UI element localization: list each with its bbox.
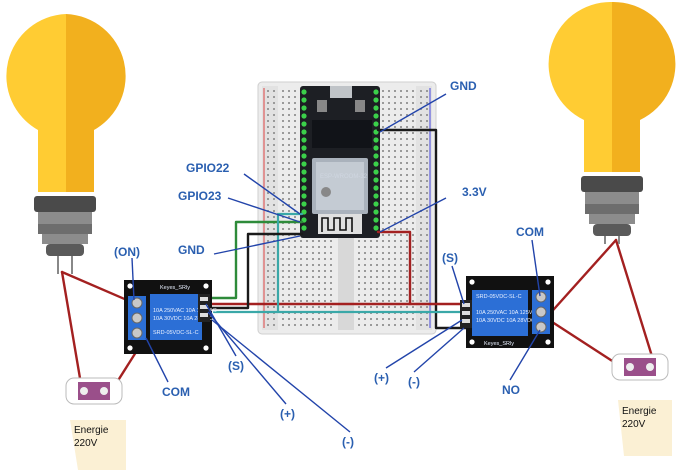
label-left-com: COM bbox=[162, 385, 190, 399]
label-right-plus: (+) bbox=[374, 371, 389, 385]
label-right-no: NO bbox=[502, 383, 520, 397]
callout-lines bbox=[131, 93, 541, 433]
label-left-s: (S) bbox=[228, 359, 244, 373]
relay-rating1: 10A 250VAC 10A 125VAC bbox=[153, 308, 217, 314]
light-bulb-icon bbox=[6, 14, 126, 274]
label-right-com: COM bbox=[516, 225, 544, 239]
energy-note-right: Energie 220V bbox=[618, 400, 672, 456]
note-line2: 220V bbox=[74, 438, 98, 449]
note-line1: Energie bbox=[74, 425, 109, 436]
relay-model: SRD-05VDC-SL-C bbox=[476, 294, 522, 300]
relay-rating2: 10A 30VDC 10A 28VDC bbox=[476, 318, 535, 324]
terminal-block-icon bbox=[128, 296, 146, 340]
light-bulb-icon bbox=[548, 1, 676, 244]
label-gpio23: GPIO23 bbox=[178, 189, 222, 203]
energy-note-left: Energie 220V bbox=[70, 420, 126, 470]
pin-labels: GND GPIO22 GPIO23 GND 3.3V (ON) COM (S) … bbox=[114, 79, 544, 449]
relay-model: SRD-05VDC-SL-C bbox=[153, 330, 199, 336]
note-line1: Energie bbox=[622, 406, 657, 417]
relay-rating1: 10A 250VAC 10A 125VAC bbox=[476, 310, 540, 316]
label-left-plus: (+) bbox=[280, 407, 295, 421]
terminal-block-icon bbox=[611, 353, 669, 381]
label-right-s: (S) bbox=[442, 251, 458, 265]
note-line2: 220V bbox=[622, 419, 646, 430]
label-gnd-left: GND bbox=[178, 243, 205, 257]
label-gnd-top: GND bbox=[450, 79, 477, 93]
svg-text:ESP-WROOM-32: ESP-WROOM-32 bbox=[320, 174, 368, 180]
relay-rating2: 10A 30VDC 10A 28VDC bbox=[153, 316, 212, 322]
terminal-block-icon bbox=[65, 377, 123, 405]
relay-brand: Keyes_SRly bbox=[160, 285, 190, 291]
label-left-on: (ON) bbox=[114, 245, 140, 259]
label-3v3: 3.3V bbox=[462, 185, 487, 199]
label-right-minus: (-) bbox=[408, 375, 420, 389]
relay-module-left: Keyes_SRly 10A 250VAC 10A 125VAC 10A 30V… bbox=[124, 280, 217, 354]
label-left-minus: (-) bbox=[342, 435, 354, 449]
terminal-block-icon bbox=[532, 290, 550, 334]
relay-brand: Keyes_SRly bbox=[484, 341, 514, 347]
relay-module-right: SRD-05VDC-SL-C 10A 250VAC 10A 125VAC 10A… bbox=[460, 276, 554, 348]
esp32-board-icon: ESP-WROOM-32 bbox=[300, 86, 380, 238]
label-gpio22: GPIO22 bbox=[186, 161, 230, 175]
